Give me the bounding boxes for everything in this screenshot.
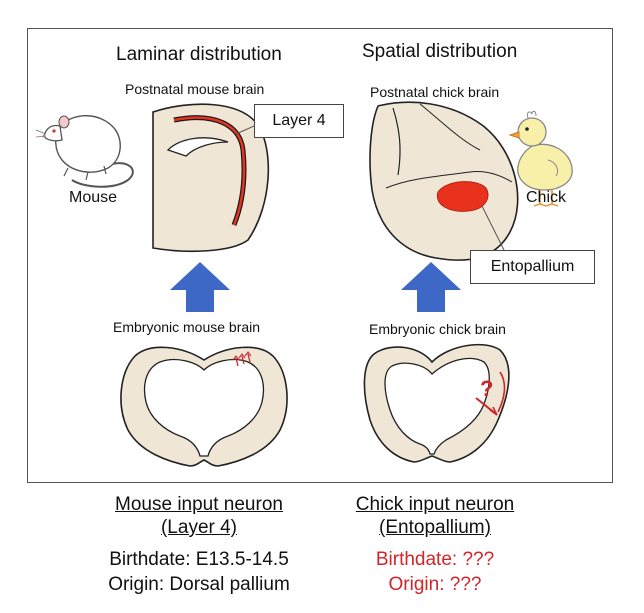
mouse-illustration [35, 115, 134, 188]
postnatal-mouse-brain [152, 103, 270, 253]
entopallium-highlight [436, 181, 489, 212]
embryonic-mouse-label: Embryonic mouse brain [113, 319, 261, 335]
embryonic-chick-brain [363, 343, 510, 463]
chick-illustration [508, 110, 573, 207]
postnatal-mouse-label: Postnatal mouse brain [125, 81, 265, 97]
layer4-callout: Layer 4 [254, 104, 344, 138]
chick-summary-title-line2: (Entopallium) [379, 517, 491, 538]
layer4-highlight [173, 116, 246, 226]
right-panel-heading: Spatial distribution [362, 41, 518, 62]
mouse-summary-title-line2: (Layer 4) [160, 517, 238, 538]
chick-origin: Origin: ??? [388, 574, 482, 595]
chick-summary: Chick input neuron (Entopallium) Birthda… [300, 493, 570, 596]
up-arrow-right [401, 262, 461, 312]
up-arrow-left [170, 262, 230, 312]
embryonic-mouse-brain [120, 346, 288, 467]
left-panel-heading: Laminar distribution [116, 44, 282, 65]
mouse-summary-title-line1: Mouse input neuron [115, 494, 283, 515]
postnatal-chick-label: Postnatal chick brain [370, 84, 500, 100]
embryonic-chick-label: Embryonic chick brain [369, 321, 506, 337]
question-mark: ? [480, 376, 494, 401]
mouse-origin: Origin: Dorsal pallium [108, 574, 290, 595]
chick-summary-title-line1: Chick input neuron [355, 494, 515, 515]
chick-birthdate: Birthdate: ??? [375, 549, 495, 570]
entopallium-callout: Entopallium [470, 250, 595, 284]
mouse-summary: Mouse input neuron (Layer 4) Birthdate: … [64, 493, 334, 596]
chick-label: Chick [526, 189, 567, 206]
mouse-birthdate: Birthdate: E13.5-14.5 [109, 549, 289, 570]
mouse-label: Mouse [69, 189, 118, 206]
postnatal-chick-brain [369, 101, 519, 261]
